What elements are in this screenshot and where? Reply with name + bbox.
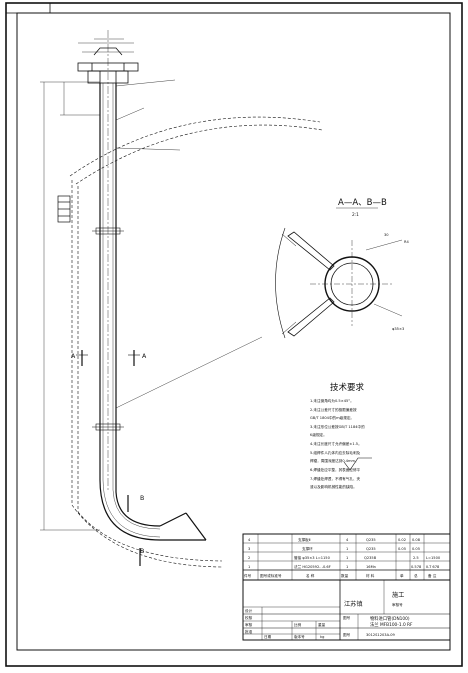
- bom-seq: 1: [248, 565, 250, 569]
- title-sheet-label: 图号: [343, 615, 351, 620]
- bom-header-qty: 数量: [341, 573, 349, 578]
- title-drawing-no-label: 图号: [343, 632, 351, 637]
- sheet-outer-border: [5, 2, 463, 667]
- bom-unit-weight: 0.02: [398, 538, 406, 542]
- bom-material: 16Mn: [366, 565, 376, 569]
- leader-lines: [115, 79, 263, 409]
- side-nozzle: [57, 195, 71, 223]
- section-marker-a-right: A: [142, 353, 147, 360]
- bom-row: 1 法兰 HG20592- -0.6F 1 16Mn 0.578 II-T 67…: [248, 564, 440, 569]
- weld-symbol: [343, 457, 372, 471]
- section-markers: A A B B: [71, 350, 147, 566]
- bom-seq: 3: [248, 547, 250, 551]
- bom-name: 支撑板Ⅱ: [298, 537, 311, 542]
- title-drawing-no: 3012S1203A-09: [366, 633, 396, 637]
- tech-req-line: 7.焊缝处焊透，不得有气孔、夹: [310, 476, 361, 481]
- tech-req-line: GB/T 1804中的m级规定。: [310, 415, 354, 420]
- section-marker-b-lower: B: [140, 548, 144, 555]
- pipe-elbow-outlet: [99, 479, 207, 541]
- bom-header-code: 图号或标准号: [260, 573, 282, 578]
- bom-header-remark: 备 注: [428, 573, 437, 578]
- title-drawing-name-line: 法兰 MFB100-1.0 RF: [370, 621, 413, 628]
- title-org: 江苏镇: [344, 600, 363, 608]
- section-leader-right: R4: [404, 240, 409, 244]
- bom-seq: 2: [248, 556, 250, 560]
- title-block: [242, 579, 451, 641]
- bom-qty: 1: [346, 547, 348, 551]
- bom-seq: 4: [248, 538, 251, 542]
- bom-header-row: 件号 图号或标准号 名 称 数量 材 料 单 总 备 注: [244, 573, 437, 578]
- top-flange: [77, 38, 139, 84]
- title-weight-label: 重量: [318, 622, 326, 627]
- title-approve: 批准: [245, 629, 253, 634]
- corner-code-box: [5, 2, 51, 14]
- bom-remark: II-T 678: [426, 565, 440, 569]
- vessel-shell-outline: [69, 116, 323, 568]
- section-marker-a-left: A: [71, 353, 76, 360]
- support-clamps: [92, 227, 124, 431]
- title-check: 校核: [245, 615, 253, 620]
- section-leader-top: 30: [384, 233, 389, 237]
- bom-row: 3 支撑环 1 Q235 0.05 0.05: [248, 546, 420, 551]
- title-drawing-name-line: 物料进口管(DN100): [370, 615, 410, 622]
- bom-header-total: 总: [414, 573, 418, 578]
- tech-req-line: 4.未注长度尺寸允许偏差±1.5。: [310, 441, 362, 446]
- section-view: A—A、B—B 2:1 30 φ35×3 R4: [275, 198, 409, 339]
- technical-requirements: 技术要求 1.未注倒角均为0.5×45°。 2.未注公差尺寸的极限偏差按 GB/…: [310, 382, 372, 489]
- bom-total-weight: 0.05: [412, 547, 420, 551]
- tech-req-line: 2.未注公差尺寸的极限偏差按: [310, 407, 357, 412]
- section-marker-b-upper: B: [140, 495, 144, 502]
- bom-remark: L=1500: [426, 556, 441, 560]
- bom-qty: 4: [346, 538, 349, 542]
- tech-req-line: 6.焊缝处应平整，其表面应修平: [310, 467, 361, 472]
- bom-row: 2 管接 φ35×3 L=1150 1 Q235B 2.5 L=1500: [248, 555, 441, 560]
- bom-name: 管接 φ35×3 L=1150: [294, 555, 331, 560]
- sheet-inner-border: [16, 12, 451, 651]
- bom-unit-weight: 0.05: [398, 547, 406, 551]
- title-phase: 施工: [392, 591, 404, 599]
- tech-req-line: 1.未注倒角均为0.5×45°。: [310, 398, 354, 403]
- title-unit: kg: [320, 635, 324, 639]
- title-review: 审核: [245, 622, 253, 627]
- bom-qty: 1: [346, 565, 348, 569]
- title-date-label: 日期: [264, 634, 272, 639]
- title-cert: 审核号: [392, 602, 403, 607]
- title-design: 设计: [245, 608, 253, 613]
- tech-req-line: 3.未注形位公差按GB/T 1184中的: [310, 424, 365, 429]
- bom-total-weight: 0.08: [412, 538, 421, 542]
- bom-name: 支撑环: [302, 546, 313, 551]
- bom-header-name: 名 称: [306, 573, 315, 578]
- bom-header-seq: 件号: [244, 573, 252, 578]
- section-leader-bottom: φ35×3: [392, 327, 404, 331]
- title-standard: 版本号: [294, 634, 305, 639]
- tech-req-title: 技术要求: [330, 382, 365, 393]
- bom-name: 法兰 HG20592- -0.6F: [294, 564, 331, 569]
- bom-row: 4 支撑板Ⅱ 4 Q235 0.02 0.08: [248, 537, 421, 542]
- title-scale-label: 比例: [294, 622, 302, 627]
- bom-material: Q235: [366, 538, 376, 542]
- tech-req-line: 焊瘤，周围深度达到0.4mm。: [310, 458, 359, 463]
- tech-req-line: K级规定。: [310, 432, 327, 437]
- section-view-scale: 2:1: [352, 212, 359, 218]
- bom-material: Q235B: [364, 556, 377, 560]
- bom-qty: 1: [346, 556, 348, 560]
- tech-req-line: 5.组焊件人孔体内应去除毛刺及: [310, 450, 361, 455]
- bom-total-weight: 0.578: [411, 565, 422, 569]
- left-dimensions: [40, 81, 100, 531]
- bom-header-unit: 单: [400, 573, 404, 578]
- tech-req-line: 渣以及影响机械性能的缺陷。: [310, 484, 357, 489]
- bom-total-weight: 2.5: [413, 556, 419, 560]
- section-view-label: A—A、B—B: [338, 198, 387, 208]
- bom-material: Q235: [366, 547, 376, 551]
- bom-header-material: 材 料: [366, 573, 375, 578]
